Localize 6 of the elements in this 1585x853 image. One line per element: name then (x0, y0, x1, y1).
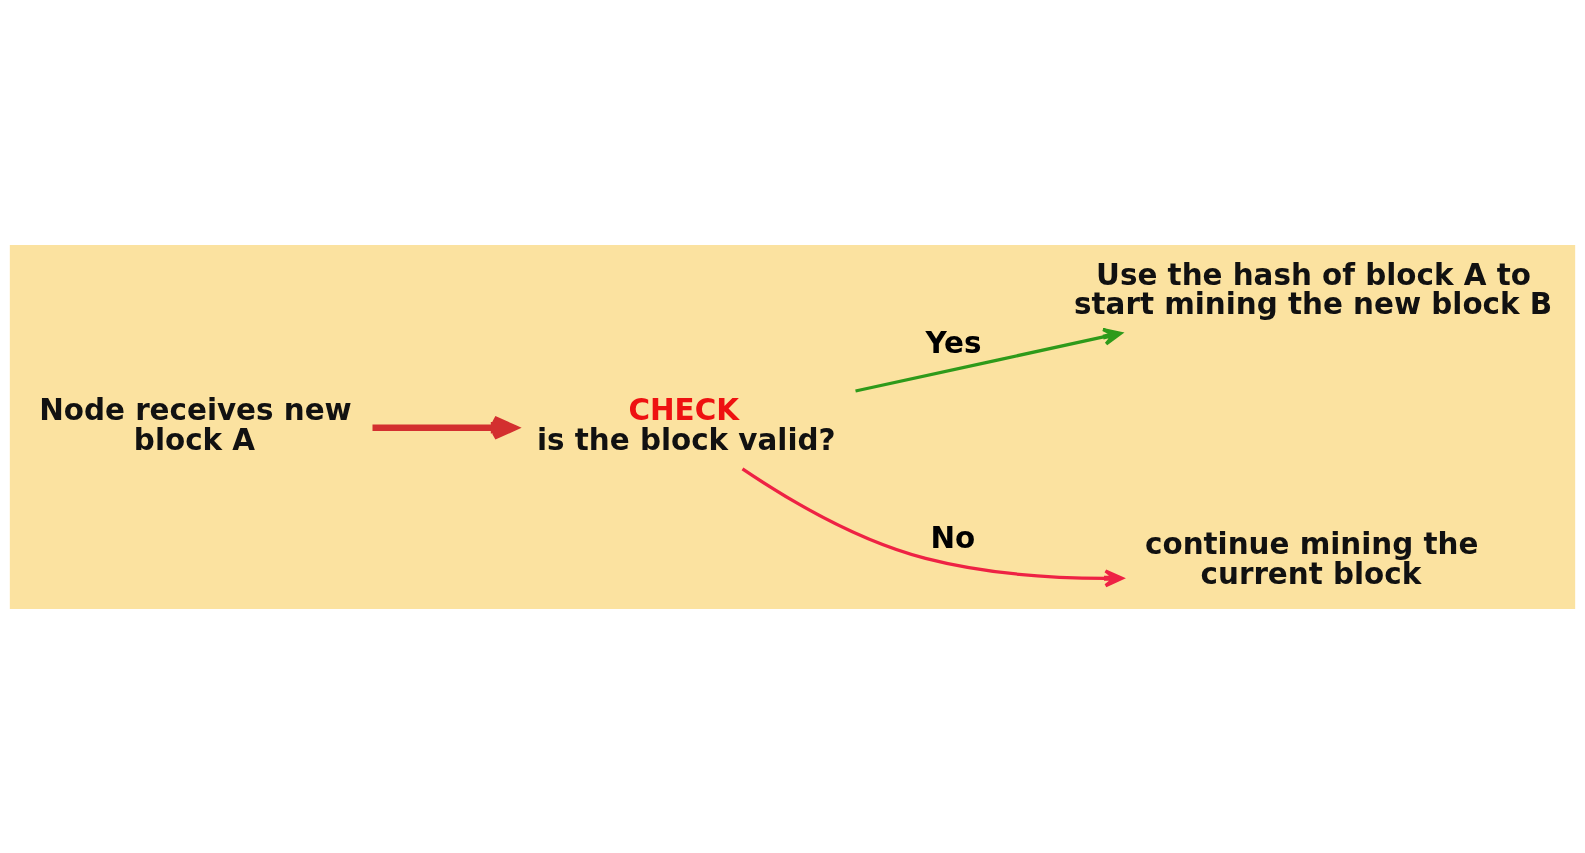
node-text: continue mining the current block (1145, 526, 1479, 591)
node-text: Node receives new block A (39, 392, 352, 457)
node-text: Use the hash of block A to start mining the new block B (1074, 257, 1553, 321)
edge-label: Yes (925, 325, 982, 360)
node-text: CHECK is the block valid? (537, 392, 836, 457)
edge-label: No (930, 520, 976, 555)
